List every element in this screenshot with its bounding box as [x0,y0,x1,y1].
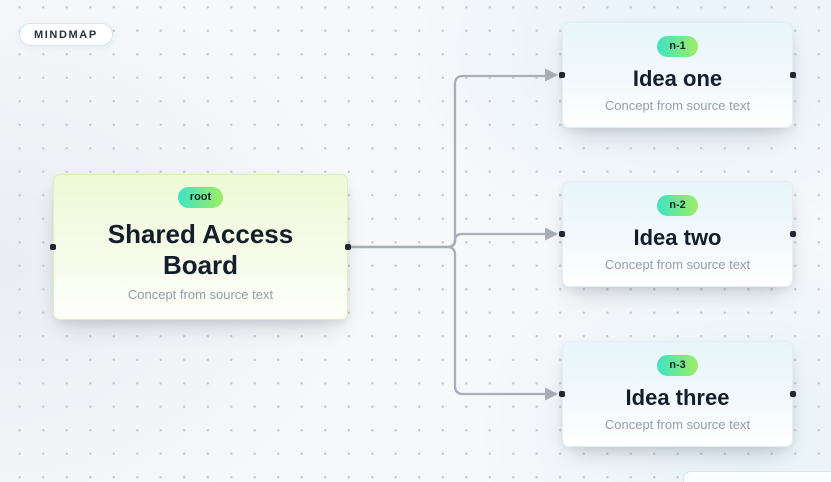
handle-root-right[interactable] [345,244,351,250]
node-root[interactable]: root Shared Access Board Concept from so… [53,174,348,320]
corner-panel [683,471,831,482]
arrowhead-n3-icon [545,387,558,401]
node-n-2[interactable]: n-2 Idea two Concept from source text [562,181,793,287]
node-n-3-badge: n-3 [657,355,698,376]
node-n-1-subtitle: Concept from source text [604,98,751,113]
node-n-2-subtitle: Concept from source text [604,257,751,272]
arrowhead-n1-icon [545,68,558,82]
node-n-2-title: Idea two [633,225,722,250]
node-n-1-badge: n-1 [657,36,698,57]
node-n-1-title: Idea one [632,66,723,91]
node-n-3-title: Idea three [625,385,730,410]
node-n-1[interactable]: n-1 Idea one Concept from source text [562,22,793,128]
node-n-2-badge: n-2 [657,195,698,216]
node-n-3[interactable]: n-3 Idea three Concept from source text [562,341,793,447]
handle-n-2-left[interactable] [559,231,565,237]
handle-root-left[interactable] [50,244,56,250]
node-root-title: Shared Access Board [107,219,294,280]
node-root-badge: root [177,187,224,208]
node-n-3-subtitle: Concept from source text [604,417,751,432]
handle-n-3-right[interactable] [790,391,796,397]
handle-n-3-left[interactable] [559,391,565,397]
handle-n-1-right[interactable] [790,72,796,78]
edge-root-to-n1[interactable] [348,68,558,249]
handle-n-1-left[interactable] [559,72,565,78]
mindmap-label-badge: MINDMAP [19,23,113,46]
arrowhead-n2-icon [545,227,558,241]
handle-n-2-right[interactable] [790,231,796,237]
node-root-subtitle: Concept from source text [127,287,274,302]
edge-root-to-n2[interactable] [348,227,558,249]
edge-root-to-n3[interactable] [348,245,558,401]
